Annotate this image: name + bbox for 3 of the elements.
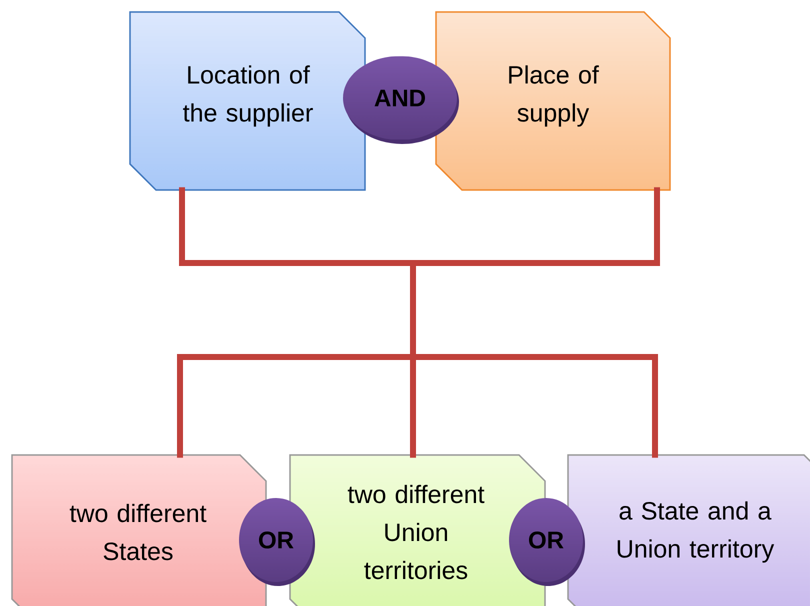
text-box: Location of the supplier	[129, 11, 366, 191]
connector-line	[177, 187, 660, 458]
text-box: Place of supply	[435, 11, 671, 191]
